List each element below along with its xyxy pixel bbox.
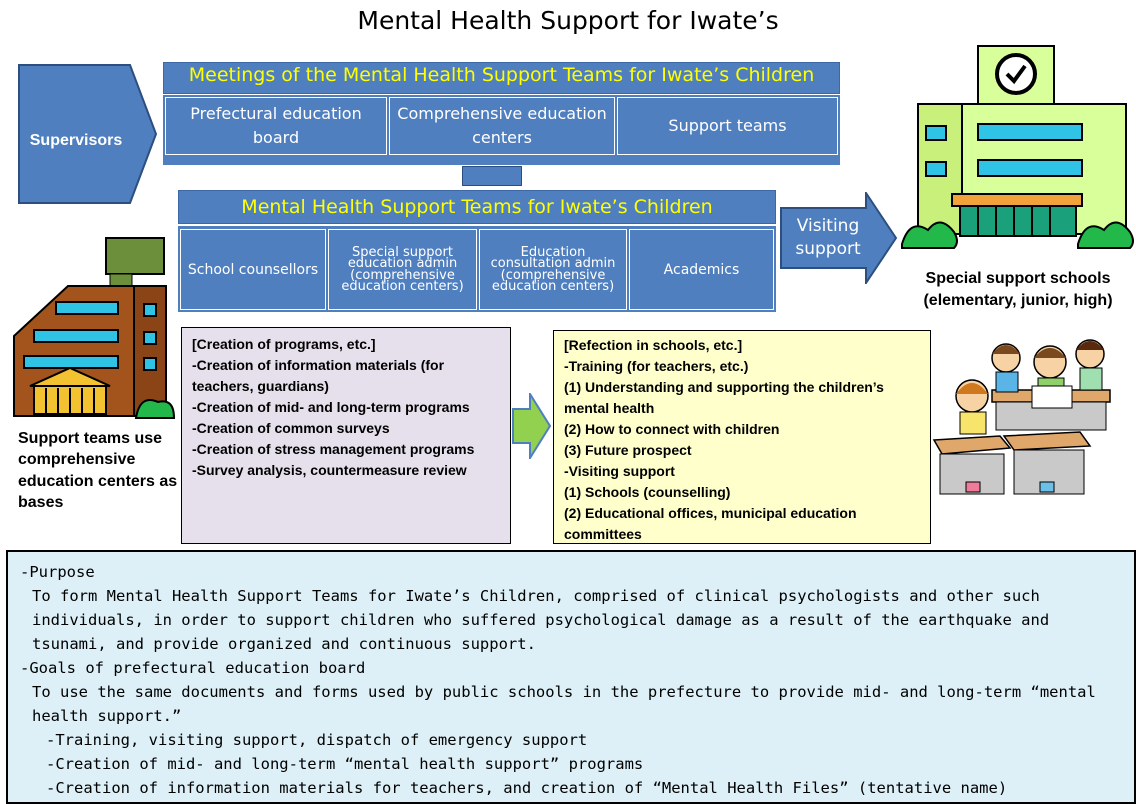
programs-item: -Creation of information materials (for … (192, 357, 445, 394)
programs-item: -Creation of mid- and long-term programs (192, 399, 470, 415)
supervisors-arrow (18, 64, 158, 204)
programs-item: -Creation of common surveys (192, 420, 390, 436)
goals-item: -Creation of information materials for t… (46, 779, 1008, 798)
teams-cell-counsellors: School counsellors (180, 229, 326, 310)
reflection-item: (1) Understanding and supporting the chi… (564, 379, 884, 416)
teams-cell-academics: Academics (629, 229, 774, 310)
children-at-desks-illustration (932, 339, 1111, 495)
goals-text: To use the same documents and forms used… (32, 683, 1096, 726)
reflection-item: -Visiting support (564, 463, 675, 479)
reflection-item: (3) Future prospect (564, 442, 692, 458)
reflection-in-schools-box: [Refection in schools, etc.] -Training (… (553, 330, 931, 544)
goals-heading: -Goals of prefectural education board (20, 659, 366, 678)
visiting-support-label: Visiting support (795, 216, 861, 259)
visiting-support-arrow (780, 192, 898, 284)
purpose-text: To form Mental Health Support Teams for … (32, 587, 1050, 654)
support-teams-bases-label: Support teams use comprehensive educatio… (18, 430, 178, 511)
teams-cell-special-support-admin: Special support education admin (compreh… (328, 229, 477, 310)
meetings-cell-education-board: Prefectural education board (165, 97, 387, 155)
page-title: Mental Health Support for Iwate’s (357, 6, 779, 35)
programs-item: -Creation of stress management programs (192, 441, 475, 457)
meetings-cell-education-centers: Comprehensive education centers (389, 97, 615, 155)
purpose-and-goals-box: -Purpose To form Mental Health Support T… (6, 550, 1136, 804)
reflection-heading: [Refection in schools, etc.] (564, 337, 743, 353)
meetings-title: Meetings of the Mental Health Support Te… (188, 64, 815, 86)
supervisors-label: Supervisors (29, 132, 123, 149)
programs-creation-box: [Creation of programs, etc.] -Creation o… (181, 327, 511, 544)
programs-heading: [Creation of programs, etc.] (192, 336, 376, 352)
meetings-title-bar (163, 62, 840, 94)
reflection-item: -Training (for teachers, etc.) (564, 358, 749, 374)
teams-title: Mental Health Support Teams for Iwate’s … (241, 196, 713, 218)
meetings-teams-connector (462, 166, 522, 186)
teams-title-bar (178, 190, 776, 224)
teams-cell-consultation-admin: Education consultation admin (comprehens… (479, 229, 627, 310)
programs-to-schools-arrow (512, 393, 552, 459)
reflection-item: (2) How to connect with children (564, 421, 780, 437)
programs-item: -Survey analysis, countermeasure review (192, 462, 467, 478)
goals-item: -Creation of mid- and long-term “mental … (46, 755, 644, 774)
support-center-building-icon (13, 237, 176, 419)
goals-item: -Training, visiting support, dispatch of… (46, 731, 588, 750)
meetings-cell-support-teams: Support teams (617, 97, 838, 155)
special-support-schools-label: Special support schools (elementary, jun… (923, 270, 1113, 309)
reflection-item: (2) Educational offices, municipal educa… (564, 505, 857, 542)
reflection-item: (1) Schools (counselling) (564, 484, 731, 500)
school-building-icon (901, 45, 1134, 249)
purpose-heading: -Purpose (20, 563, 95, 581)
